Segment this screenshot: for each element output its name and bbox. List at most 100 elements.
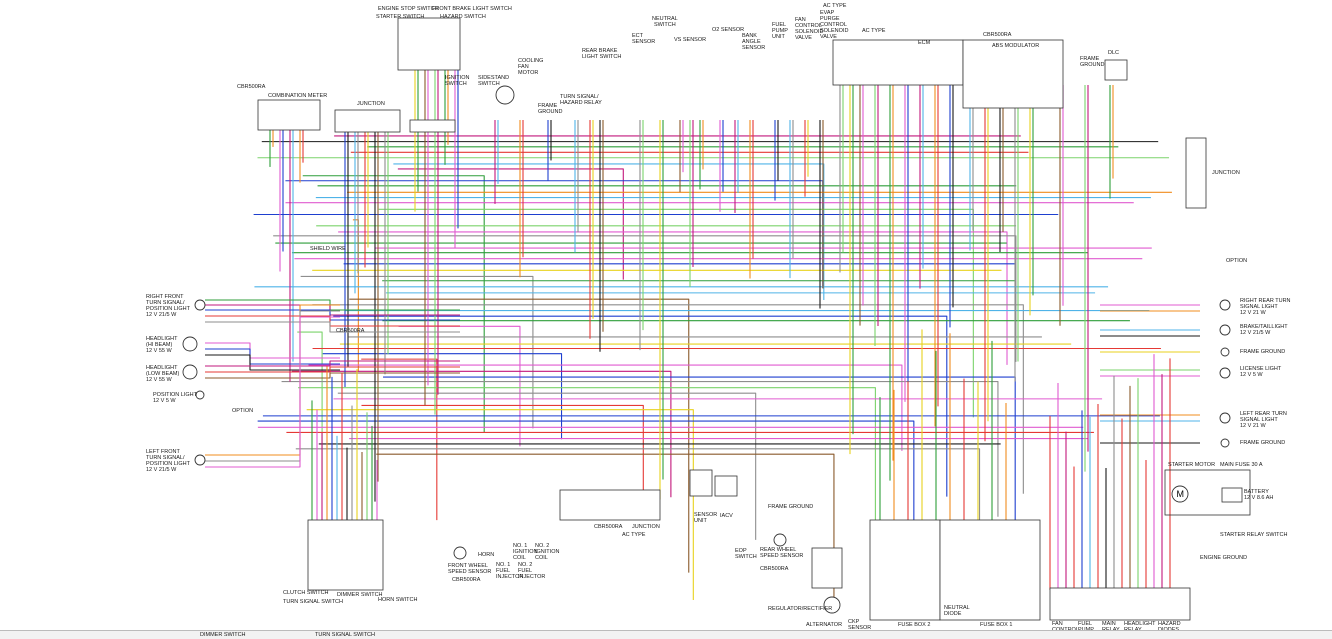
combination-meter-model-label: CBR500RA — [237, 84, 266, 90]
starter-switch-label: STARTER SWITCH — [376, 14, 425, 20]
wire-harness — [205, 70, 1200, 600]
wire — [302, 175, 485, 433]
rear-wheel-speed-sensor-label: REAR WHEEL SPEED SENSOR — [760, 547, 804, 559]
wire — [205, 354, 340, 371]
wire — [205, 315, 460, 327]
position-light-label: POSITION LIGHT 12 V 5 W — [153, 392, 198, 404]
front-wheel-speed-sensor-symbol — [453, 546, 467, 560]
junction-right-box — [1185, 137, 1207, 209]
lamp-symbol — [1219, 412, 1231, 424]
regulator-rectifier-label: REGULATOR/RECTIFIER — [768, 606, 833, 612]
hazard-switch-label: HAZARD SWITCH — [440, 14, 486, 20]
no2-fuel-injector-label: No. 2 FUEL INJECTOR — [518, 562, 546, 580]
battery-label: BATTERY 12 V 8.6 Ah — [1244, 489, 1274, 501]
iacv-box — [714, 475, 738, 497]
lamp-symbol — [1219, 299, 1231, 311]
option-right-label: OPTION — [1226, 258, 1248, 264]
turn-signal-switch-label: TURN SIGNAL SWITCH — [283, 599, 343, 605]
wire — [361, 358, 438, 521]
lamp-symbol — [195, 390, 205, 400]
turn-signal-hazard-relay-label: TURN SIGNAL/ HAZARD RELAY — [560, 94, 602, 106]
engine-stop-switch-label: ENGINE STOP SWITCH — [378, 6, 439, 12]
wire — [205, 348, 340, 365]
bottom-turn-label: TURN SIGNAL SWITCH — [315, 632, 375, 638]
sidestand-switch-label: SIDESTAND SWITCH — [478, 75, 510, 87]
wire — [378, 208, 974, 418]
handlebar-switch-box — [307, 519, 384, 591]
engine-ground-label: ENGINE GROUND — [1200, 555, 1248, 561]
ac-type-junction-label: AC type — [622, 532, 646, 538]
wire — [205, 372, 460, 379]
frame-ground-right-label: FRAME GROUND — [1080, 56, 1105, 68]
lamp-symbol — [194, 299, 206, 311]
relay-box — [1049, 587, 1191, 621]
evap-purge-label: EVAP PURGE CONTROL SOLENOID VALVE — [820, 10, 849, 40]
wire — [285, 180, 824, 288]
wire — [297, 331, 323, 490]
ignition-switch-label: IGNITION SWITCH — [445, 75, 470, 87]
bottom-strip: DIMMER SWITCH TURN SIGNAL SWITCH — [0, 630, 1332, 639]
o2-sensor-label: O2 SENSOR — [712, 27, 745, 33]
abs-modulator-label: ABS MODULATOR — [992, 43, 1040, 49]
rear-brake-light-switch-label: REAR BRAKE LIGHT SWITCH — [582, 48, 622, 60]
alternator-label: ALTERNATOR — [806, 622, 843, 628]
starter-battery-box — [1164, 469, 1251, 516]
ect-sensor-label: ECT SENSOR — [632, 33, 656, 45]
sensor-unit-box — [689, 469, 713, 497]
lamp-symbol — [182, 336, 198, 352]
license-light-label: LICENSE LIGHT 12 V 5 W — [1240, 366, 1282, 378]
wire — [281, 381, 999, 517]
wire — [361, 404, 644, 503]
eop-switch-label: EOP SWITCH — [735, 548, 757, 560]
bottom-dimmer-label: DIMMER SWITCH — [200, 632, 246, 638]
frame-ground-top-label: FRAME GROUND — [538, 103, 563, 115]
brake-taillight-label: BRAKE/TAILLIGHT 12 V 21/5 W — [1240, 324, 1288, 336]
fuse-box-2-label: FUSE BOX 2 — [898, 622, 931, 628]
clutch-switch-label: CLUTCH SWITCH — [283, 590, 329, 596]
fuse-box-1 — [939, 519, 1041, 621]
battery-symbol — [1221, 487, 1243, 503]
wire — [205, 316, 340, 468]
ac-type-top-label: AC type — [823, 3, 847, 9]
regulator-rectifier-box — [811, 547, 843, 589]
wire — [205, 321, 460, 333]
switch-cluster-box — [397, 17, 461, 71]
fuse-box-2 — [869, 519, 941, 621]
wire — [291, 370, 672, 498]
cbr500ra-fw-label: CBR500RA — [452, 577, 481, 583]
fan-control-solenoid-label: FAN CONTROL SOLENOID VALVE — [795, 17, 824, 41]
combination-meter-box — [257, 99, 321, 131]
rear-wheel-speed-sensor-symbol — [773, 533, 787, 547]
cooling-fan-motor-symbol — [495, 85, 515, 105]
wire — [322, 353, 563, 440]
dlc-label: DLC — [1108, 50, 1120, 56]
cbr500ra-mid-label: CBR500RA — [336, 328, 365, 334]
wire — [308, 364, 903, 451]
wire — [205, 366, 460, 373]
no1-ignition-coil-label: No. 1 IGNITION COIL — [513, 543, 538, 561]
horn-label: HORN — [478, 552, 495, 558]
wire — [312, 304, 1024, 494]
lamp-symbol — [182, 364, 198, 380]
starter-motor-label: STARTER MOTOR — [1168, 462, 1216, 468]
combination-meter-label: COMBINATION METER — [268, 93, 328, 99]
left-front-turn-label: LEFT FRONT TURN SIGNAL/ POSITION LIGHT 1… — [146, 449, 191, 473]
headlight-lo-label: HEADLIGHT (Low Beam) 12 V 55 W — [146, 365, 180, 383]
ckp-sensor-label: CKP SENSOR — [848, 619, 872, 631]
abs-modulator-box — [962, 39, 1064, 109]
cbr500ra-abs-label: CBR500RA — [983, 32, 1012, 38]
starter-motor-symbol — [1171, 485, 1189, 503]
frame-ground-r1-label: FRAME GROUND — [1240, 349, 1286, 355]
fuse-box-1-label: FUSE BOX 1 — [980, 622, 1013, 628]
starter-motor-m: M — [1177, 489, 1185, 499]
wire — [393, 163, 825, 301]
lamp-symbol — [1219, 367, 1231, 379]
junction-top-label: JUNCTION — [357, 101, 385, 107]
bank-angle-sensor-label: BANK ANGLE SENSOR — [742, 33, 766, 51]
iacv-label: IACV — [720, 513, 733, 519]
frame-ground-bottom-label: FRAME GROUND — [768, 504, 814, 510]
starter-relay-switch-label: STARTER RELAY SWITCH — [1220, 532, 1288, 538]
lamp-symbol — [194, 454, 206, 466]
left-lamps — [182, 299, 206, 466]
